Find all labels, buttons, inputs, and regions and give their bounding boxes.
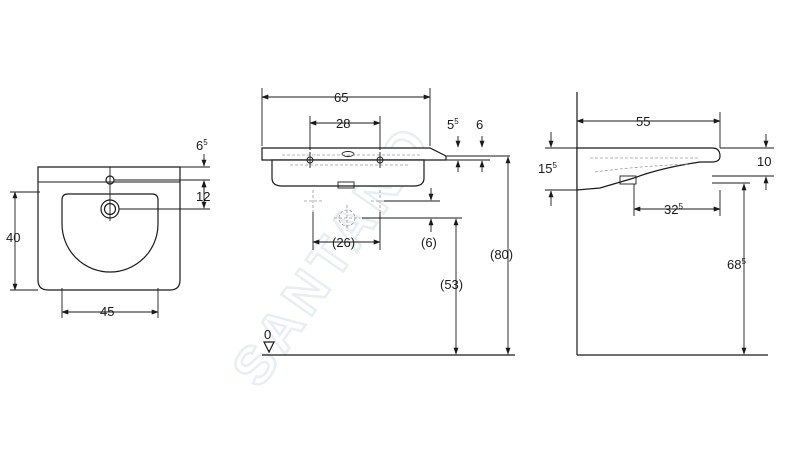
front-basin-outline	[37, 166, 181, 291]
side-waste-height-label: (53)	[440, 277, 463, 292]
profile-basin-outline	[576, 147, 721, 191]
tap-marker-left-icon	[303, 152, 317, 168]
profile-waste-distance-label: 325	[664, 202, 683, 217]
front-height-label: 40	[6, 230, 20, 245]
profile-bowl-depth-label: 155	[538, 161, 557, 176]
side-overflow-icon	[341, 151, 355, 157]
profile-waste-outlet	[619, 175, 637, 185]
side-waste-outlet	[337, 181, 355, 189]
front-tap-offset-label: 65	[196, 138, 208, 153]
side-waste-spacing-label: (26)	[332, 235, 355, 250]
waste-centre-icon	[334, 205, 360, 231]
profile-bowl-hidden	[590, 157, 700, 173]
side-tap-spacing-label: 28	[336, 116, 350, 131]
waste-marker-left-icon	[304, 190, 322, 212]
zero-level-label: 0	[264, 327, 271, 342]
front-bowl-outline	[61, 193, 159, 273]
side-view: 0 65 28 55 6 (26) (6) (53)	[261, 88, 515, 356]
profile-view: 55 155 10 325 685	[538, 92, 774, 356]
profile-depth-label: 55	[636, 114, 650, 129]
side-rim-height-label: 6	[476, 117, 483, 132]
side-waste-offset-label: (6)	[421, 235, 437, 250]
side-width-label: 65	[334, 90, 348, 105]
profile-rim-thickness-label: 10	[757, 154, 771, 169]
front-tap-hole-label: 12	[196, 189, 210, 204]
profile-install-height-label: 685	[727, 257, 746, 272]
front-view: 40 45 65 12	[6, 138, 210, 319]
side-rim-offset-label: 55	[447, 117, 459, 132]
zero-level-icon	[263, 341, 275, 354]
side-top-height-label: (80)	[490, 247, 513, 262]
front-width-label: 45	[100, 304, 114, 319]
tap-marker-right-icon	[373, 152, 387, 168]
